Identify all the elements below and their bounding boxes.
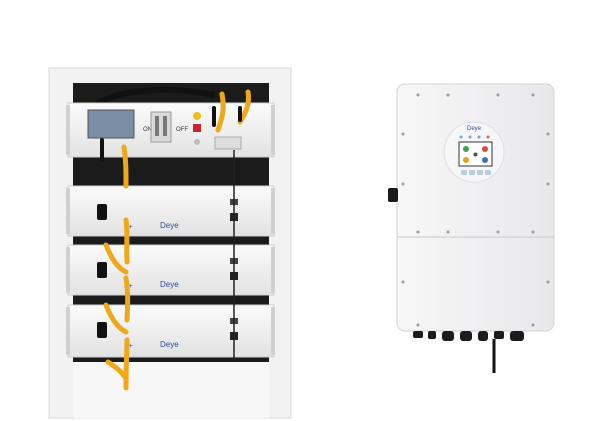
off-label: OFF [176, 127, 188, 133]
inverter-body [396, 83, 555, 332]
esc-button [461, 170, 467, 175]
left-bracket [66, 307, 70, 355]
negative-terminal [97, 322, 107, 338]
negative-terminal [97, 204, 107, 220]
status-leds [459, 135, 490, 139]
reset-button [194, 139, 200, 145]
inverter-screws [401, 93, 550, 327]
breaker-switch [150, 111, 172, 143]
battery-rack: ON OFF B+ Deye [48, 67, 292, 419]
inverter-brand-label: Deye [467, 126, 482, 132]
right-bracket [271, 307, 275, 355]
right-bracket [271, 105, 275, 155]
control-module: ON OFF [66, 102, 275, 158]
lcd-graphics [463, 146, 488, 163]
brand-label: Deye [160, 340, 179, 349]
battery-module-3: B+ Deye [66, 304, 275, 358]
battery-module-2: B+ Deye [66, 244, 275, 296]
down-button [477, 170, 483, 175]
negative-terminal [97, 262, 107, 278]
on-label: ON [143, 127, 152, 133]
port-block [214, 136, 242, 150]
battery-module-1: B+ Deye [66, 185, 275, 237]
keypad-buttons [461, 170, 491, 175]
control-display [87, 109, 135, 139]
left-bracket [66, 247, 70, 293]
status-indicator-yellow [193, 112, 201, 120]
status-indicator-red [193, 124, 201, 132]
up-button [469, 170, 475, 175]
right-bracket [271, 247, 275, 293]
brand-label: Deye [160, 280, 179, 289]
bottom-connectors [413, 331, 524, 341]
brand-label: Deye [160, 221, 179, 230]
black-power-cables [100, 106, 242, 162]
left-bracket [66, 105, 70, 155]
hybrid-inverter: Deye [388, 83, 555, 373]
side-handle [388, 188, 398, 202]
right-bracket [271, 188, 275, 234]
enter-button [485, 170, 491, 175]
rack-bottom-cavity [73, 362, 269, 418]
left-bracket [66, 188, 70, 234]
